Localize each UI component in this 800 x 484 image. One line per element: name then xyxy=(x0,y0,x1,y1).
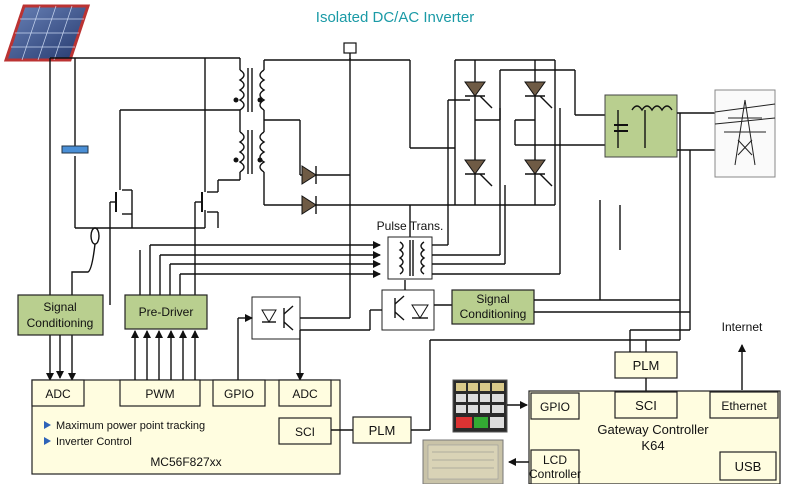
pulse-trans-label: Pulse Trans. xyxy=(377,219,444,233)
bullet-icon xyxy=(44,437,51,445)
gateway-sci: SCI xyxy=(635,398,657,413)
mcu-bullet-inverter: Inverter Control xyxy=(56,436,132,448)
mcu-bullet-mppt: Maximum power point tracking xyxy=(56,420,205,432)
gateway-usb: USB xyxy=(735,459,762,474)
power-grid-tower-icon xyxy=(714,89,776,178)
mcu-gpio: GPIO xyxy=(224,387,254,401)
mcu-adc-left: ADC xyxy=(45,387,71,401)
mcu-part-name: MC56F827xx xyxy=(150,455,221,469)
diagram-title: Isolated DC/AC Inverter xyxy=(316,9,474,26)
pulse-transformer-icon xyxy=(387,236,433,280)
mcu-adc-right: ADC xyxy=(292,387,318,401)
plm-top-label: PLM xyxy=(633,358,660,373)
signal-conditioning-right xyxy=(451,289,535,325)
rectifier-diode-icon xyxy=(299,150,350,215)
bullet-icon xyxy=(44,421,51,429)
gateway-title-line2: K64 xyxy=(641,438,664,453)
gateway-lcd-line1: LCD xyxy=(543,453,567,467)
pwm-arrows xyxy=(131,330,199,380)
relay-icon xyxy=(343,42,357,54)
mcu-pwm: PWM xyxy=(145,387,174,401)
pre-driver-label: Pre-Driver xyxy=(139,305,194,319)
gateway-lcd-line2: Controller xyxy=(529,467,581,481)
mcu-sci: SCI xyxy=(295,425,315,439)
signal-cond-right-line1: Signal xyxy=(476,292,509,306)
signal-cond-right-line2: Conditioning xyxy=(460,307,527,321)
output-filter xyxy=(604,94,678,158)
pre-driver-block xyxy=(124,294,208,330)
gate-drive-lines xyxy=(109,99,561,305)
h-bridge-thyristor-icon xyxy=(464,60,553,205)
signal-cond-left-line2: Conditioning xyxy=(27,316,94,330)
solar-panel-icon xyxy=(3,4,91,62)
transformer-icon xyxy=(233,68,266,174)
signal-conditioning-left xyxy=(17,294,104,336)
optocoupler-right-icon xyxy=(381,289,435,331)
bus-capacitor-icon xyxy=(61,145,89,154)
gateway-gpio: GPIO xyxy=(540,400,570,414)
plm-mid-label: PLM xyxy=(369,423,396,438)
gateway-ethernet: Ethernet xyxy=(721,399,767,413)
internet-label: Internet xyxy=(722,320,763,334)
keypad-icon[interactable] xyxy=(452,379,508,433)
gateway-controller-block xyxy=(528,390,781,484)
mcu-block xyxy=(31,379,341,475)
optocoupler-icon xyxy=(251,296,301,340)
lcd-screen-icon xyxy=(422,439,504,484)
signal-cond-left-line1: Signal xyxy=(43,300,76,314)
gateway-title-line1: Gateway Controller xyxy=(597,422,709,437)
